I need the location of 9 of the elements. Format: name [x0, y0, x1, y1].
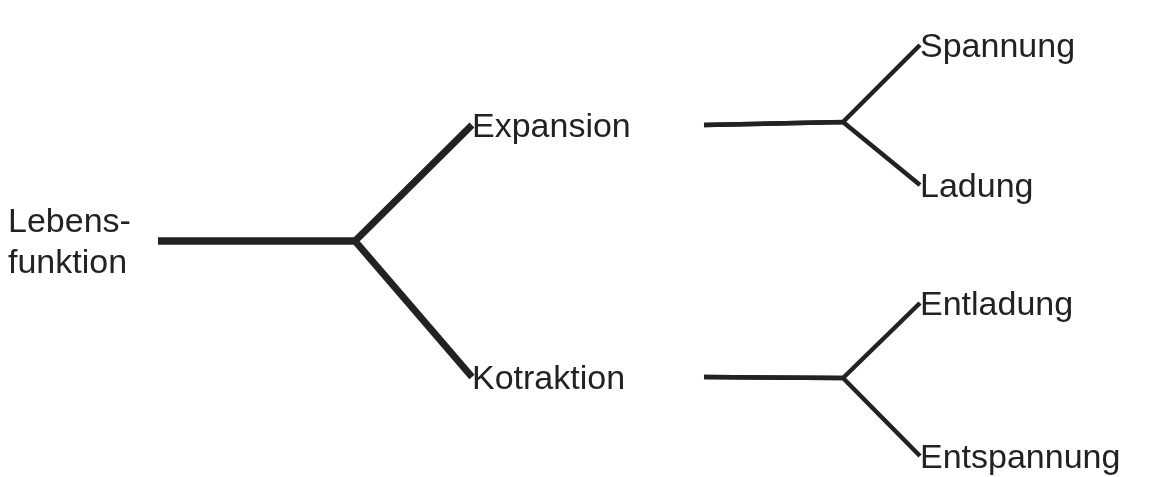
node-label: Expansion — [472, 104, 631, 146]
branch-line — [703, 119, 922, 187]
node-label: Kotraktion — [472, 356, 626, 398]
node-label: Entladung — [920, 282, 1074, 324]
node-label: Entspannung — [920, 435, 1121, 477]
node-label: Ladung — [920, 164, 1034, 206]
branch-line — [704, 374, 922, 458]
node-label: Spannung — [920, 24, 1076, 66]
node-label: Lebens- funktion — [8, 200, 132, 282]
